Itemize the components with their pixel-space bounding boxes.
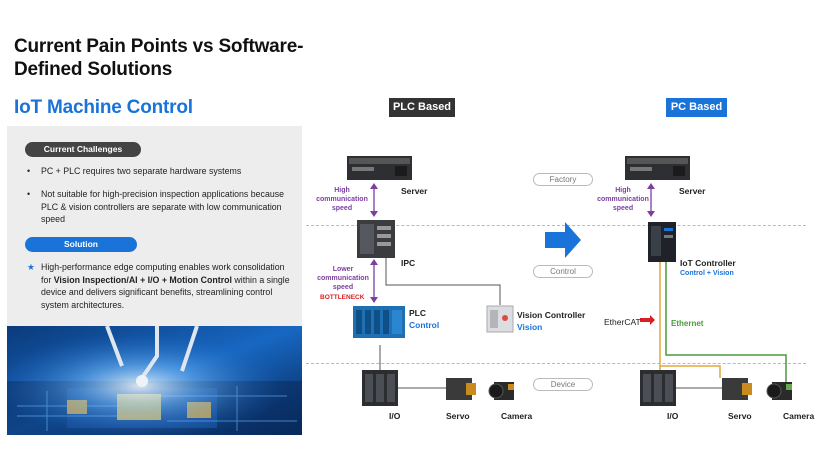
iot-controller-icon (648, 222, 676, 262)
server-label-pc: Server (679, 186, 706, 196)
challenges-pill: Current Challenges (25, 142, 141, 157)
io-label-pc: I/O (667, 411, 679, 421)
star-icon: ★ (27, 262, 35, 272)
circuit-board-image (7, 326, 302, 435)
servo-icon (446, 378, 476, 400)
plc-icon (353, 306, 405, 338)
plc-based-tag: PLC Based (389, 98, 455, 117)
layer-factory: Factory (533, 173, 593, 186)
challenges-panel: Current Challenges • PC + PLC requires t… (7, 126, 302, 326)
ethercat-label: EtherCAT (604, 317, 641, 327)
ethercat-logo-icon (640, 315, 655, 325)
factory-divider (306, 225, 806, 226)
camera-icon (766, 382, 792, 400)
arrow-down-icon (370, 297, 378, 303)
io-label-plc: I/O (389, 411, 401, 421)
bullet-dot-icon: • (27, 189, 31, 199)
arrow-down-icon (370, 211, 378, 217)
vision-sub-label: Vision (517, 322, 543, 332)
ethernet-line (665, 262, 787, 382)
arrow-up-icon (370, 259, 378, 265)
camera-icon (488, 382, 514, 400)
ipc-label: IPC (401, 258, 416, 268)
lower-speed-label: Lower communication speed (317, 266, 369, 291)
pc-based-tag: PC Based (666, 98, 727, 117)
vision-controller-icon (486, 305, 514, 333)
camera-label-pc: Camera (783, 411, 815, 421)
servo-label-pc: Servo (728, 411, 752, 421)
server-icon (625, 156, 690, 180)
challenge-bullet-2: • Not suitable for high-precision inspec… (27, 189, 285, 224)
transition-arrow-icon (545, 222, 581, 258)
server-label-plc: Server (401, 186, 428, 196)
high-speed-label-plc: High communication speed (316, 187, 368, 212)
circuit-board-photo (7, 326, 302, 435)
solution-pill: Solution (25, 237, 137, 252)
arrow-up-icon (370, 183, 378, 189)
device-divider (306, 363, 806, 364)
ethernet-label: Ethernet (671, 319, 704, 328)
vision-controller-label: Vision Controller (517, 310, 586, 320)
camera-label-plc: Camera (501, 411, 533, 421)
plc-sub-label: Control (409, 320, 440, 330)
iot-controller-sub-label: Control + Vision (680, 270, 734, 277)
layer-device: Device (533, 378, 593, 391)
page-title: Current Pain Points vs Software-Defined … (14, 36, 304, 80)
io-module-icon (362, 370, 398, 406)
arrow-down-icon (647, 211, 655, 217)
ipc-icon (357, 220, 395, 258)
bullet-dot-icon: • (27, 166, 31, 176)
high-speed-label-pc: High communication speed (597, 187, 649, 212)
io-module-icon (640, 370, 676, 406)
arrow-up-icon (647, 183, 655, 189)
bottleneck-label: BOTTLENECK (320, 294, 365, 301)
server-icon (347, 156, 412, 180)
plc-label: PLC (409, 308, 426, 318)
iot-controller-label: IoT Controller (680, 258, 736, 268)
servo-icon (722, 378, 752, 400)
solution-bullet: ★ High-performance edge computing enable… (27, 262, 290, 310)
servo-label-plc: Servo (446, 411, 470, 421)
layer-control: Control (533, 265, 593, 278)
section-title: IoT Machine Control (14, 97, 193, 118)
challenge-bullet-1: • PC + PLC requires two separate hardwar… (27, 166, 242, 176)
